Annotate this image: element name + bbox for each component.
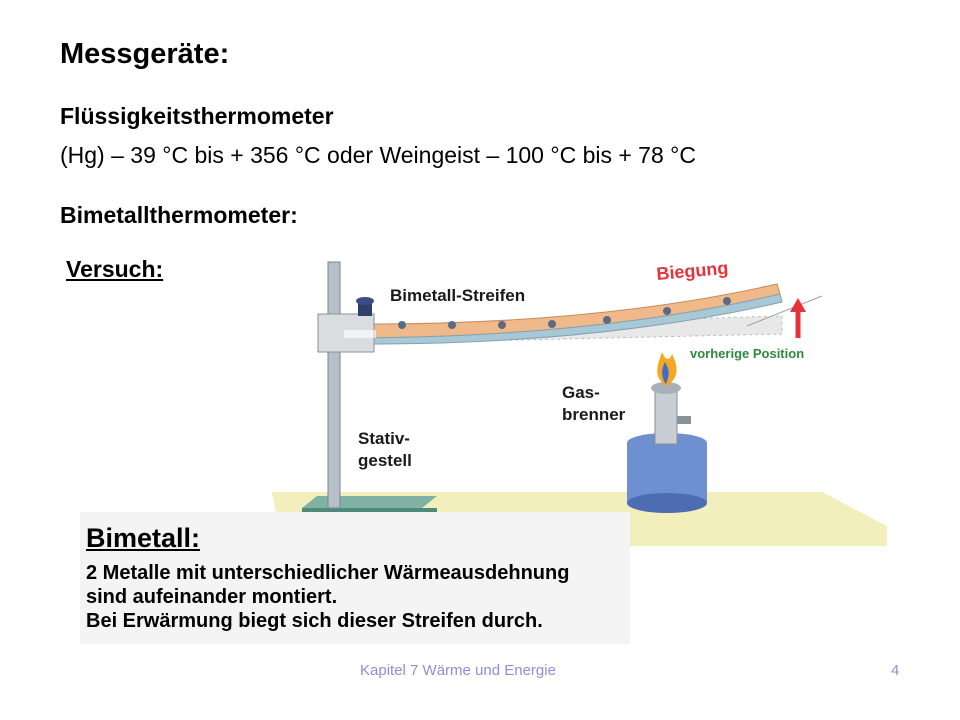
footer-chapter: Kapitel 7 Wärme und Energie — [360, 662, 556, 679]
page-number: 4 — [891, 662, 900, 679]
burner-tube — [654, 385, 678, 445]
heading-bimetal-thermometer: Bimetallthermometer: — [60, 202, 298, 228]
bend-reference-line — [746, 295, 823, 327]
info-box-line-1: 2 Metalle mit unterschiedlicher Wärmeaus… — [86, 562, 570, 584]
label-previous-position: vorherige Position — [690, 346, 804, 361]
bimetal-strip-bottom — [343, 293, 783, 345]
experiment-label: Versuch: — [66, 256, 164, 282]
stand-rod — [327, 261, 341, 509]
thermometer-range-text: (Hg) – 39 °C bis + 356 °C oder Weingeist… — [60, 142, 696, 168]
stand-foot-top — [302, 496, 437, 508]
clamp-screw — [358, 303, 372, 316]
bimetal-experiment-diagram: Bimetall-Streifen Biegung vorherige Posi… — [262, 256, 887, 548]
slide-title: Messgeräte: — [60, 38, 230, 70]
info-box-line-3: Bei Erwärmung biegt sich dieser Streifen… — [86, 610, 543, 632]
bimetal-info-box — [80, 512, 630, 644]
info-box-title: Bimetall: — [86, 523, 201, 553]
label-gas-burner-1: Gas- — [562, 383, 600, 402]
label-stand-2: gestell — [358, 451, 412, 470]
label-bimetal-strip: Bimetall-Streifen — [390, 286, 525, 305]
strip-rivets — [398, 297, 731, 329]
label-gas-burner-2: brenner — [562, 405, 626, 424]
heading-liquid-thermometer: Flüssigkeitsthermometer — [60, 103, 334, 129]
info-box-line-2: sind aufeinander montiert. — [86, 586, 338, 608]
label-stand-1: Stativ- — [358, 429, 410, 448]
